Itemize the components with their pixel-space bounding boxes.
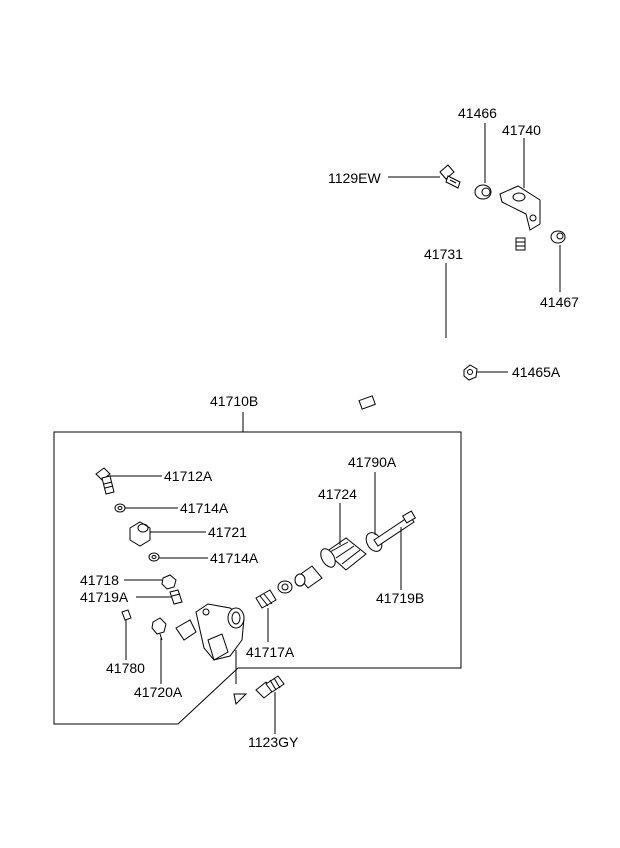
part-41731-pipe <box>358 237 526 410</box>
label-41467: 41467 <box>540 294 579 310</box>
part-41465A-nut <box>463 364 478 381</box>
part-1129EW-bolt <box>439 164 461 189</box>
part-41714A-washer-upper <box>114 503 126 513</box>
part-41719A-screw <box>169 589 183 605</box>
part-41712A-bolt <box>95 467 115 495</box>
part-41467-clip <box>550 230 566 244</box>
label-41466: 41466 <box>458 105 497 121</box>
part-41717A-spring <box>255 580 293 609</box>
label-41714A-lower: 41714A <box>210 550 259 566</box>
part-41740-bracket <box>499 185 541 231</box>
part-41721-union <box>129 521 151 547</box>
label-41721: 41721 <box>208 524 247 540</box>
part-41719B-pushrod <box>373 510 417 547</box>
label-41718: 41718 <box>80 572 119 588</box>
part-41718-cap <box>161 574 177 590</box>
label-41710B: 41710B <box>210 393 258 409</box>
part-piston <box>294 565 323 589</box>
part-41780 <box>121 609 132 621</box>
part-41720A <box>151 617 167 641</box>
label-1123GY: 1123GY <box>248 734 299 750</box>
label-41740: 41740 <box>502 122 541 138</box>
label-41719A: 41719A <box>80 589 129 605</box>
part-41714A-washer-lower <box>148 552 160 562</box>
label-41780: 41780 <box>106 660 145 676</box>
label-41714A-upper: 41714A <box>180 500 229 516</box>
label-41712A: 41712A <box>164 468 213 484</box>
part-1123GY-bolt <box>255 675 285 699</box>
label-41465A: 41465A <box>512 364 561 380</box>
label-41719B: 41719B <box>376 590 424 606</box>
part-cylinder-body <box>175 603 248 706</box>
label-41720A: 41720A <box>134 684 183 700</box>
label-1129EW: 1129EW <box>328 170 381 186</box>
label-41717A: 41717A <box>246 644 295 660</box>
part-41466-grommet <box>474 184 492 200</box>
assembly-outline <box>53 431 462 725</box>
label-41724: 41724 <box>318 486 357 502</box>
label-41790A: 41790A <box>348 454 397 470</box>
label-41731: 41731 <box>424 246 463 262</box>
part-41724-boot <box>320 537 367 571</box>
